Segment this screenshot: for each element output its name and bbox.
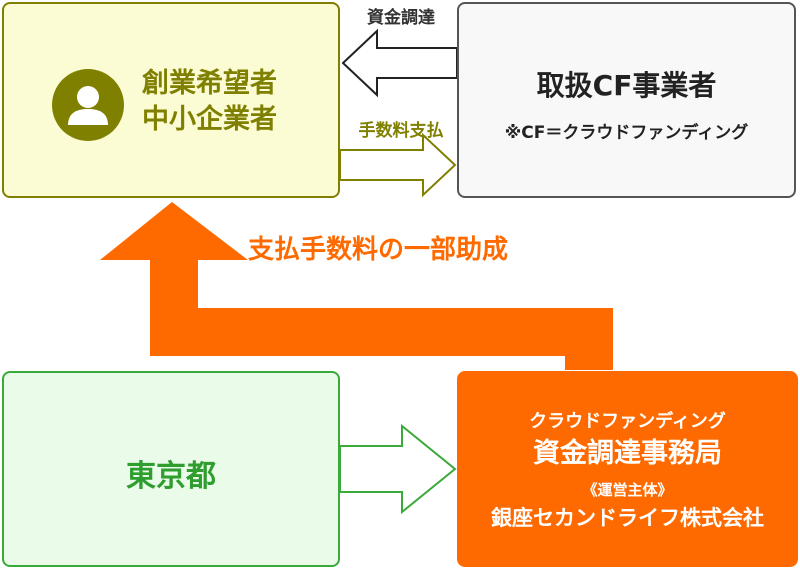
tokyo-to-office-arrow <box>339 423 457 515</box>
tokyo-label: 東京都 <box>126 459 216 494</box>
fee-payment-arrow <box>339 132 457 198</box>
cf-operator-title: 取扱CF事業者 <box>536 69 717 102</box>
fee-payment-label: 手数料支払 <box>358 121 444 141</box>
office-line-4: 銀座セカンドライフ株式会社 <box>491 506 764 530</box>
cf-operator-box: 取扱CF事業者 ※CF＝クラウドファンディング <box>457 2 796 198</box>
office-line-2: 資金調達事務局 <box>533 438 722 469</box>
tokyo-box: 東京都 <box>2 371 340 567</box>
subsidy-arrow <box>100 202 613 370</box>
applicant-box: 創業希望者 中小企業者 <box>2 2 340 198</box>
funding-label: 資金調達 <box>367 8 435 28</box>
cf-operator-note: ※CF＝クラウドファンディング <box>504 123 749 143</box>
applicant-line-2: 中小企業者 <box>142 104 277 135</box>
subsidy-label: 支払手数料の一部助成 <box>248 235 509 265</box>
person-icon <box>52 69 124 141</box>
applicant-label: 創業希望者 中小企業者 <box>142 66 277 138</box>
funding-office-box: クラウドファンディング 資金調達事務局 《運営主体》 銀座セカンドライフ株式会社 <box>457 371 798 567</box>
funding-arrow <box>341 28 458 98</box>
applicant-line-1: 創業希望者 <box>142 68 277 99</box>
office-line-1: クラウドファンディング <box>529 411 726 432</box>
office-line-3: 《運営主体》 <box>582 481 673 499</box>
